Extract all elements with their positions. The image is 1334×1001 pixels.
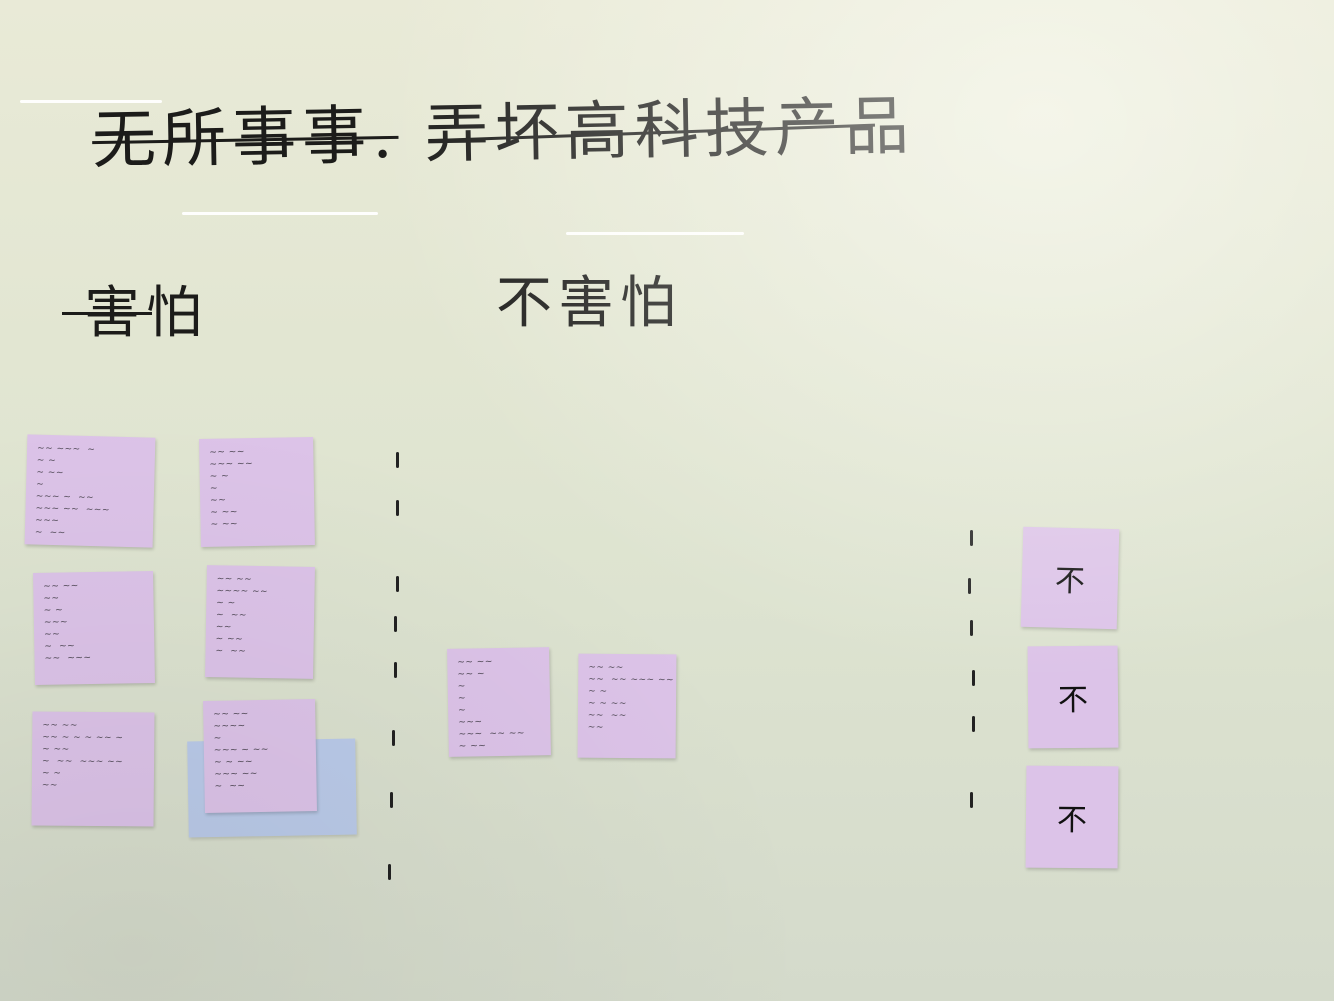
sticky-note: ~~ ~~ ~~ ~ ~ ~~~ ~~ ~ ~~ ~~ ~~~	[33, 570, 155, 686]
note-scribble: ~~ ~~ ~~ ~ ~ ~ ~~ ~ ~ ~~ ~ ~~ ~~~ ~~ ~ ~…	[41, 720, 124, 791]
note-scribble: ~~ ~~~ ~ ~ ~ ~ ~~ ~ ~~~ ~ ~~ ~~~ ~~ ~~~ …	[34, 443, 111, 539]
sticky-note: ~~ ~~ ~~ ~ ~ ~ ~ ~~~ ~~~ ~~ ~~ ~ ~~	[447, 647, 551, 757]
note-scribble: ~~ ~~ ~~ ~ ~ ~~~ ~~ ~ ~~ ~~ ~~~	[43, 581, 92, 664]
sticky-note: ~~ ~~~ ~ ~ ~ ~ ~~ ~ ~~~ ~ ~~ ~~~ ~~ ~~~ …	[24, 434, 156, 548]
title-crossed-phrase: 无所事事.	[91, 98, 400, 179]
sticky-note-large: 不	[1027, 645, 1119, 749]
note-character: 不	[1054, 563, 1086, 600]
sticky-note-large: 不	[1020, 526, 1120, 630]
sticky-note: ~~ ~~ ~~~ ~~ ~ ~ ~ ~~ ~ ~~ ~ ~~	[199, 437, 315, 547]
sticky-note: ~~ ~~ ~~ ~~ ~~~ ~~ ~ ~ ~ ~ ~~ ~~ ~~ ~~	[577, 653, 677, 759]
note-scribble: ~~ ~~ ~~~~ ~ ~~~ ~ ~~ ~ ~ ~~ ~~~ ~~ ~ ~~	[213, 709, 269, 792]
note-scribble: ~~ ~~ ~~~~ ~~ ~ ~ ~ ~~ ~~ ~ ~~ ~ ~~	[215, 574, 269, 657]
light-reflection	[182, 212, 378, 215]
column-divider-right	[968, 520, 975, 820]
sticky-note-large: 不	[1025, 765, 1119, 869]
handwritten-title: 无所事事. 弄坏高科技产品	[91, 75, 916, 181]
column-divider-left	[388, 440, 399, 890]
note-character: 不	[1057, 682, 1089, 719]
column-heading-not-afraid: 不害怕	[496, 271, 682, 336]
note-scribble: ~~ ~~ ~~ ~ ~ ~ ~ ~~~ ~~~ ~~ ~~ ~ ~~	[457, 657, 526, 752]
sticky-note: ~~ ~~ ~~~~ ~ ~~~ ~ ~~ ~ ~ ~~ ~~~ ~~ ~ ~~	[203, 699, 317, 813]
sticky-note: ~~ ~~ ~~~~ ~~ ~ ~ ~ ~~ ~~ ~ ~~ ~ ~~	[205, 565, 315, 679]
title-phrase: 弄坏高科技产品	[424, 89, 916, 173]
note-scribble: ~~ ~~ ~~ ~~ ~~~ ~~ ~ ~ ~ ~ ~~ ~~ ~~ ~~	[587, 662, 675, 733]
light-reflection	[566, 232, 744, 235]
note-character: 不	[1056, 802, 1088, 839]
light-reflection	[20, 100, 162, 103]
note-scribble: ~~ ~~ ~~~ ~~ ~ ~ ~ ~~ ~ ~~ ~ ~~	[209, 447, 254, 530]
sticky-note: ~~ ~~ ~~ ~ ~ ~ ~~ ~ ~ ~~ ~ ~~ ~~~ ~~ ~ ~…	[31, 711, 155, 827]
column-heading-afraid: 害怕	[62, 268, 208, 349]
